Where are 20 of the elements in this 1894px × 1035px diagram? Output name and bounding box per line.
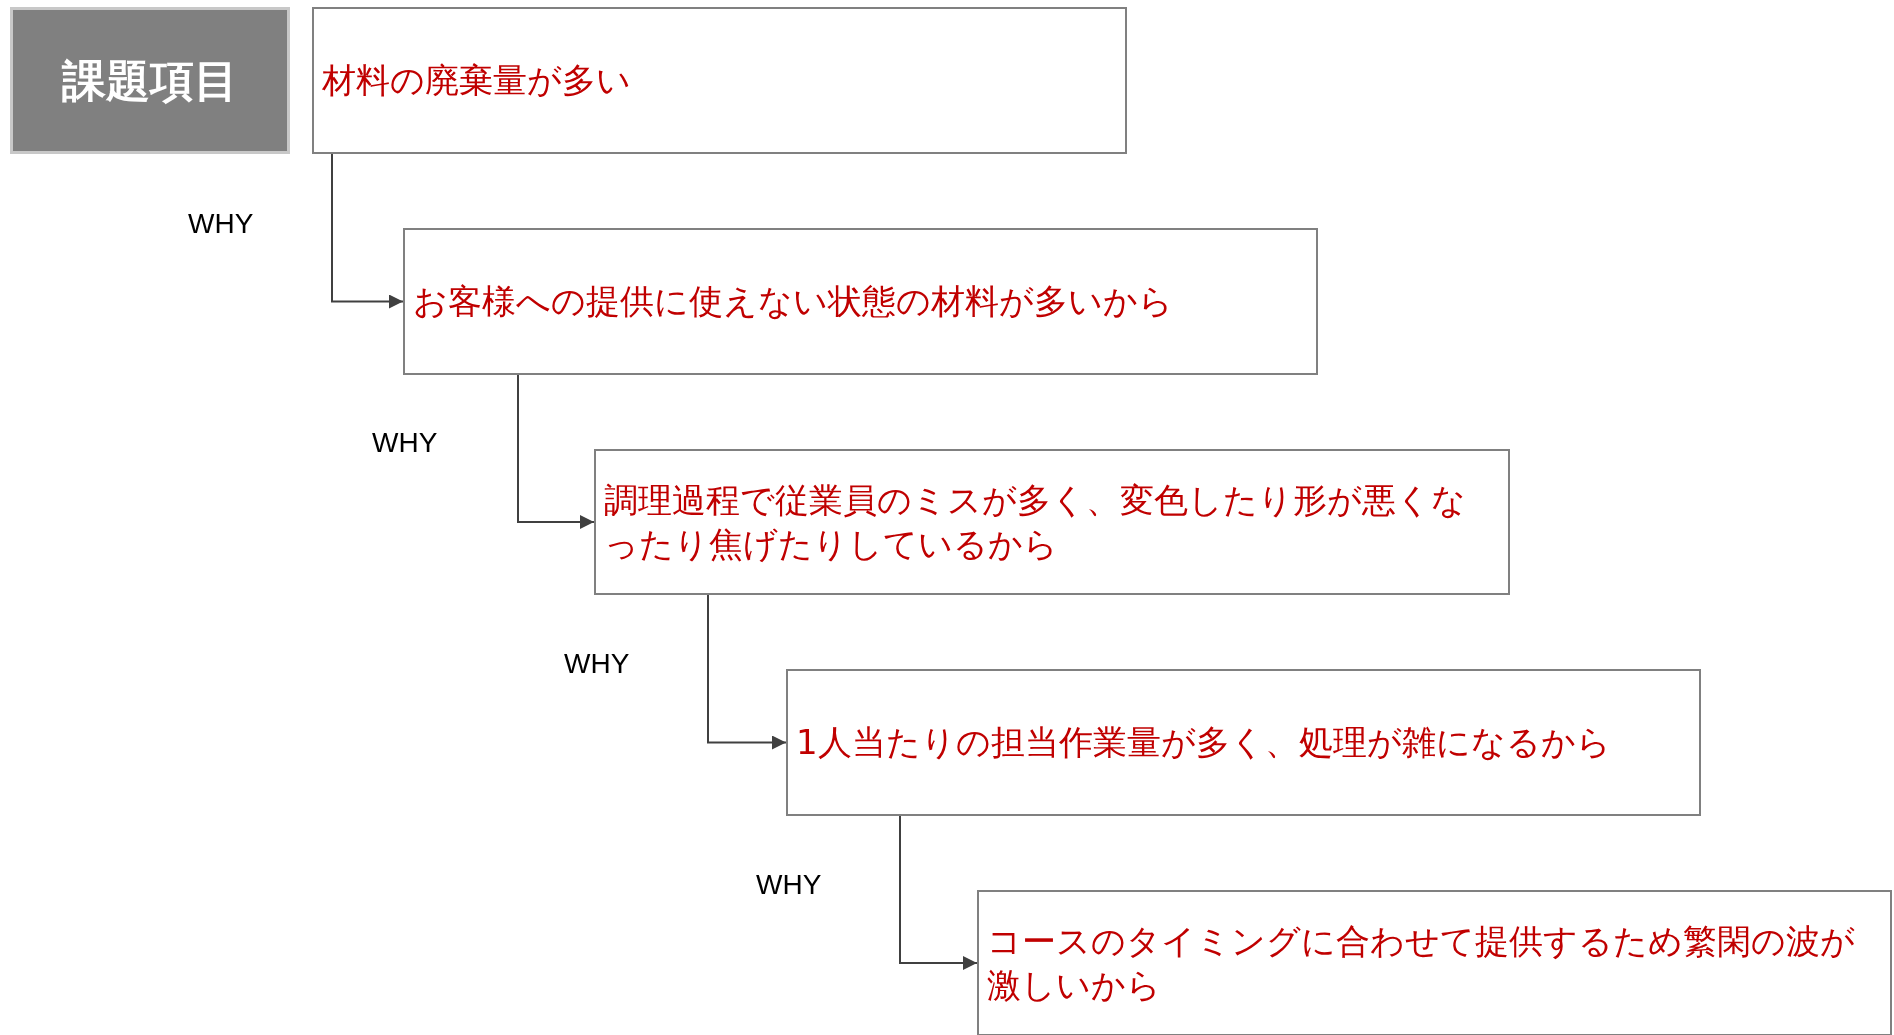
header-box — [10, 7, 290, 154]
process-box — [403, 228, 1318, 375]
edge-label: WHY — [564, 648, 630, 680]
elbow-arrow — [517, 374, 595, 529]
node-text: お客様への提供に使えない状態の材料が多いから — [413, 280, 1173, 324]
process-box — [786, 669, 1701, 816]
node-text: コースのタイミングに合わせて提供するため繁閑の波が激しいから — [987, 919, 1856, 1007]
elbow-arrow — [331, 153, 404, 309]
edge-label: WHY — [372, 427, 438, 459]
edge-label: WHY — [756, 869, 822, 901]
elbow-arrow — [899, 815, 978, 970]
process-box — [594, 449, 1510, 595]
elbow-arrow — [707, 594, 787, 750]
header-text: 課題項目 — [62, 53, 238, 108]
node-text: 1人当たりの担当作業量が多く、処理が雑になるから — [796, 721, 1611, 765]
edge-label: WHY — [188, 208, 254, 240]
node-text: 調理過程で従業員のミスが多く、変色したり形が悪くなったり焦げたりしているから — [604, 478, 1467, 566]
node-text: 材料の廃棄量が多い — [322, 59, 631, 103]
process-box — [312, 7, 1127, 154]
process-box — [977, 890, 1892, 1035]
